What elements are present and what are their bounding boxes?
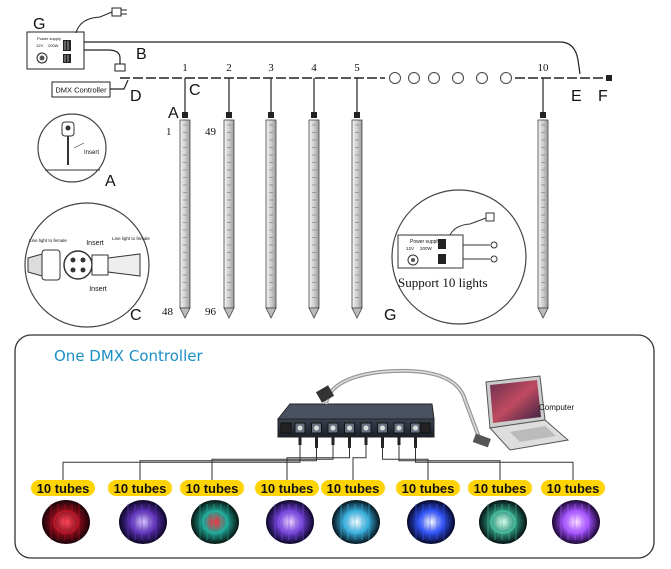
tube-tag-3: 10 tubes	[180, 480, 244, 496]
dmx-controller-box: DMX Controller	[51, 81, 111, 98]
dmx-cable	[110, 79, 129, 90]
label-f: F	[598, 88, 608, 105]
effect-thumbnail	[119, 500, 167, 544]
tube-6	[537, 78, 549, 319]
psu-spec-right: 200W	[48, 43, 59, 48]
tube-tag-label: 10 tubes	[547, 481, 600, 496]
ellipsis-circles	[389, 72, 512, 84]
effect-thumbnail	[42, 500, 90, 544]
label-c-top: C	[189, 82, 201, 99]
detail-g-circle: Power supply 12V 200W Support 10 lights	[391, 189, 527, 325]
tube-tag-label: 10 tubes	[261, 481, 314, 496]
psu-spec-left: 12V	[36, 43, 43, 48]
tube-group	[179, 78, 549, 319]
detail-a-circle: Insert	[37, 113, 107, 183]
connector-f	[606, 75, 612, 81]
label-d: D	[130, 88, 142, 105]
tube-tag-label: 10 tubes	[474, 481, 527, 496]
tube-3	[265, 78, 277, 319]
detail-c-circle: Insert Insert Line light to female Line …	[24, 202, 150, 328]
label-g-detail: G	[384, 307, 396, 324]
tube-tag-label: 10 tubes	[327, 481, 380, 496]
connector-b	[114, 63, 126, 72]
bottom-title: One DMX Controller	[54, 347, 203, 365]
psu-output-cable	[84, 49, 121, 70]
tube-number-1: 1	[182, 62, 188, 74]
computer-label: Computer	[539, 403, 574, 412]
tube-number-4: 4	[311, 62, 317, 74]
tube-tag-8: 10 tubes	[541, 480, 605, 496]
tube-4	[308, 78, 320, 319]
power-line-top	[84, 41, 581, 75]
computer-laptop-icon	[485, 375, 570, 451]
label-a-top: A	[168, 105, 179, 122]
tube-number-2: 2	[226, 62, 232, 74]
detail-a-insert: Insert	[84, 150, 99, 156]
detail-c-insert-top: Insert	[86, 240, 104, 247]
tube-number-10: 10	[538, 62, 550, 74]
tube-tag-5: 10 tubes	[321, 480, 385, 496]
effect-thumbnail	[407, 500, 455, 544]
cable-plug-controller	[315, 385, 335, 403]
label-a-detail: A	[105, 173, 116, 190]
branch-lines	[62, 437, 574, 480]
dmx-box-label: DMX Controller	[55, 86, 107, 95]
psu-text: Power supply	[37, 36, 61, 41]
tube-tag-1: 10 tubes	[31, 480, 95, 496]
label-c-detail: C	[130, 307, 142, 324]
tube-tag-6: 10 tubes	[396, 480, 460, 496]
tube-tag-label: 10 tubes	[402, 481, 455, 496]
dmx-controller-unit	[276, 403, 435, 438]
mains-cable	[75, 11, 113, 34]
tube-tag-row: 10 tubes 10 tubes 10 tubes 10 tubes 10 tubes…	[31, 480, 605, 544]
tube-tag-label: 10 tubes	[186, 481, 239, 496]
tube-1	[179, 78, 191, 319]
label-b: B	[136, 46, 147, 63]
tube-tag-4: 10 tubes	[255, 480, 319, 496]
effect-thumbnail	[479, 500, 527, 544]
effect-thumbnail	[332, 500, 380, 544]
tube-tag-label: 10 tubes	[114, 481, 167, 496]
power-supply-g: Power supply 12V 200W	[26, 31, 85, 70]
mains-plug-icon	[111, 7, 127, 17]
tube1-top-index: 1	[166, 126, 172, 138]
label-g-top: G	[33, 16, 45, 33]
label-e: E	[571, 88, 582, 105]
tube-2	[223, 78, 235, 319]
detail-c-insert-bottom: Insert	[89, 286, 107, 293]
detail-c-left-note: Line light to female	[29, 238, 67, 243]
effect-thumbnail	[266, 500, 314, 544]
effect-thumbnail	[191, 500, 239, 544]
tube-5	[351, 78, 363, 319]
tube-number-5: 5	[354, 62, 360, 74]
detail-psu-spec-right: 200W	[420, 246, 433, 251]
tube-tag-7: 10 tubes	[468, 480, 532, 496]
detail-psu-text: Power supply	[410, 239, 441, 245]
tube-tag-label: 10 tubes	[37, 481, 90, 496]
effect-thumbnail	[552, 500, 600, 544]
tube-tag-2: 10 tubes	[108, 480, 172, 496]
support-text: Support 10 lights	[398, 275, 488, 290]
tube1-bottom-index: 48	[162, 306, 174, 318]
cable-plug-computer	[472, 433, 491, 448]
tube2-top-index: 49	[205, 126, 217, 138]
tube2-bottom-index: 96	[205, 306, 217, 318]
tube-number-3: 3	[268, 62, 274, 74]
detail-psu-spec-left: 12V	[406, 246, 414, 251]
detail-c-right-note: Line light to female	[112, 236, 150, 241]
